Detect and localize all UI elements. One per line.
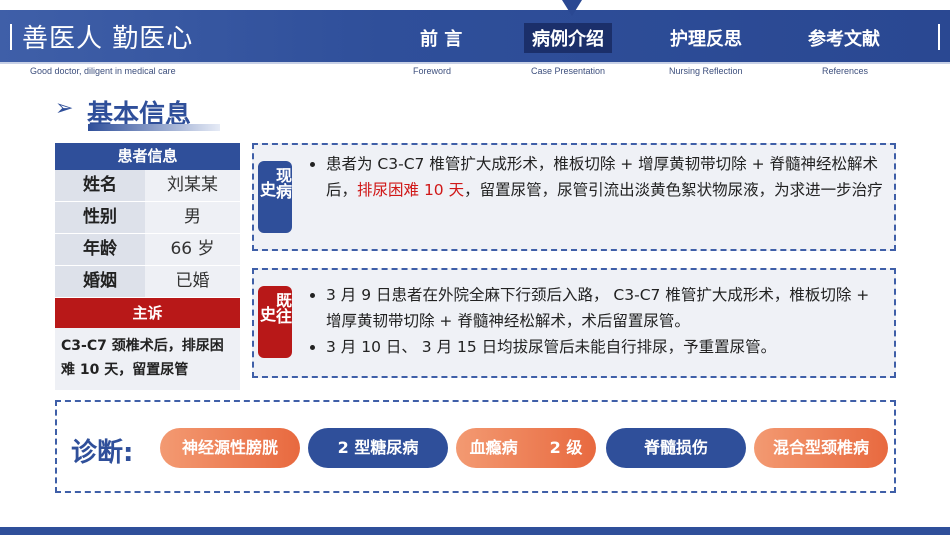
row-key: 姓名 [55,170,145,201]
diagnosis-panel: 诊断: 神经源性膀胱 2 型糖尿病 血瘾病 2 级 脊髓损伤 混合型颈椎病 [55,400,896,493]
tag-label: 既往 [273,292,292,324]
row-value: 已婚 [145,266,240,297]
diagnosis-pill: 2 型糖尿病 [308,428,448,468]
banner-title: 善医人 勤医心 [22,24,194,54]
nav-references-sub: References [822,66,869,76]
footer-bar [0,527,950,535]
row-key: 年龄 [55,234,145,265]
banner-left-bar [10,24,12,50]
tag-char: 史 [257,181,276,197]
tag-char: 史 [257,306,276,322]
table-row: 年龄 66 岁 [55,234,240,266]
table-row: 婚姻 已婚 [55,266,240,298]
tag-label: 现病 [273,167,292,199]
chief-complaint-header: 主诉 [55,298,240,328]
present-history-list: 患者为 C3-C7 椎管扩大成形术，椎板切除 + 增厚黄韧带切除 + 脊髓神经松… [306,151,886,203]
row-key: 婚姻 [55,266,145,297]
row-value: 刘某某 [145,170,240,201]
present-history-box: 史 现病 患者为 C3-C7 椎管扩大成形术，椎板切除 + 增厚黄韧带切除 + … [252,143,896,251]
nav-nursing-reflection[interactable]: 护理反思 [670,29,742,50]
list-item: 3 月 9 日患者在外院全麻下行颈后入路， C3-C7 椎管扩大成形术，椎板切除… [326,282,886,334]
table-row: 性别 男 [55,202,240,234]
patient-info-header: 患者信息 [55,143,240,170]
diagnosis-pill: 混合型颈椎病 [754,428,888,468]
present-history-tag: 史 现病 [257,161,292,233]
table-row: 姓名 刘某某 [55,170,240,202]
header-divider [0,62,950,64]
history-text: ，留置尿管，尿管引流出淡黄色絮状物尿液，为求进一步治疗 [464,181,883,199]
past-history-list: 3 月 9 日患者在外院全麻下行颈后入路， C3-C7 椎管扩大成形术，椎板切除… [306,282,886,360]
row-value: 男 [145,202,240,233]
diagnosis-pill: 脊髓损伤 [606,428,746,468]
patient-info-table: 患者信息 姓名 刘某某 性别 男 年龄 66 岁 婚姻 已婚 主诉 C3-C7 … [55,143,240,390]
row-key: 性别 [55,202,145,233]
row-value: 66 岁 [145,234,240,265]
nav-nursing-reflection-sub: Nursing Reflection [669,66,743,76]
nav-references[interactable]: 参考文献 [808,29,880,50]
diagnosis-pill: 神经源性膀胱 [160,428,300,468]
nav-case-presentation-sub: Case Presentation [531,66,606,76]
nav-foreword[interactable]: 前 言 [420,29,463,50]
list-item: 3 月 10 日、 3 月 15 日均拔尿管后未能自行排尿，予重置尿管。 [326,334,886,360]
banner-right-bar [938,24,940,50]
list-item: 患者为 C3-C7 椎管扩大成形术，椎板切除 + 增厚黄韧带切除 + 脊髓神经松… [326,151,886,203]
past-history-box: 史 既往 3 月 9 日患者在外院全麻下行颈后入路， C3-C7 椎管扩大成形术… [252,268,896,378]
highlight-text: 排尿困难 10 天 [357,181,465,199]
chief-complaint-text: C3-C7 颈椎术后，排尿困难 10 天，留置尿管 [55,328,240,390]
chevron-right-icon: ➢ [55,96,74,121]
nav-foreword-sub: Foreword [413,66,452,76]
history-text: 患者为 C3-C7 椎管扩大成形术，椎板切除 + 增厚黄韧带切除 + 脊髓神经松… [326,155,879,199]
diagnosis-pill: 血瘾病 2 级 [456,428,596,468]
banner-subtitle: Good doctor, diligent in medical care [30,66,176,76]
past-history-tag: 史 既往 [257,286,292,358]
active-nav-pointer-icon [562,0,582,16]
top-banner: 善医人 勤医心 前 言 病例介绍 护理反思 参考文献 [0,10,950,62]
section-underline [88,124,220,131]
diagnosis-label: 诊断: [71,438,134,468]
nav-case-presentation[interactable]: 病例介绍 [524,23,612,53]
